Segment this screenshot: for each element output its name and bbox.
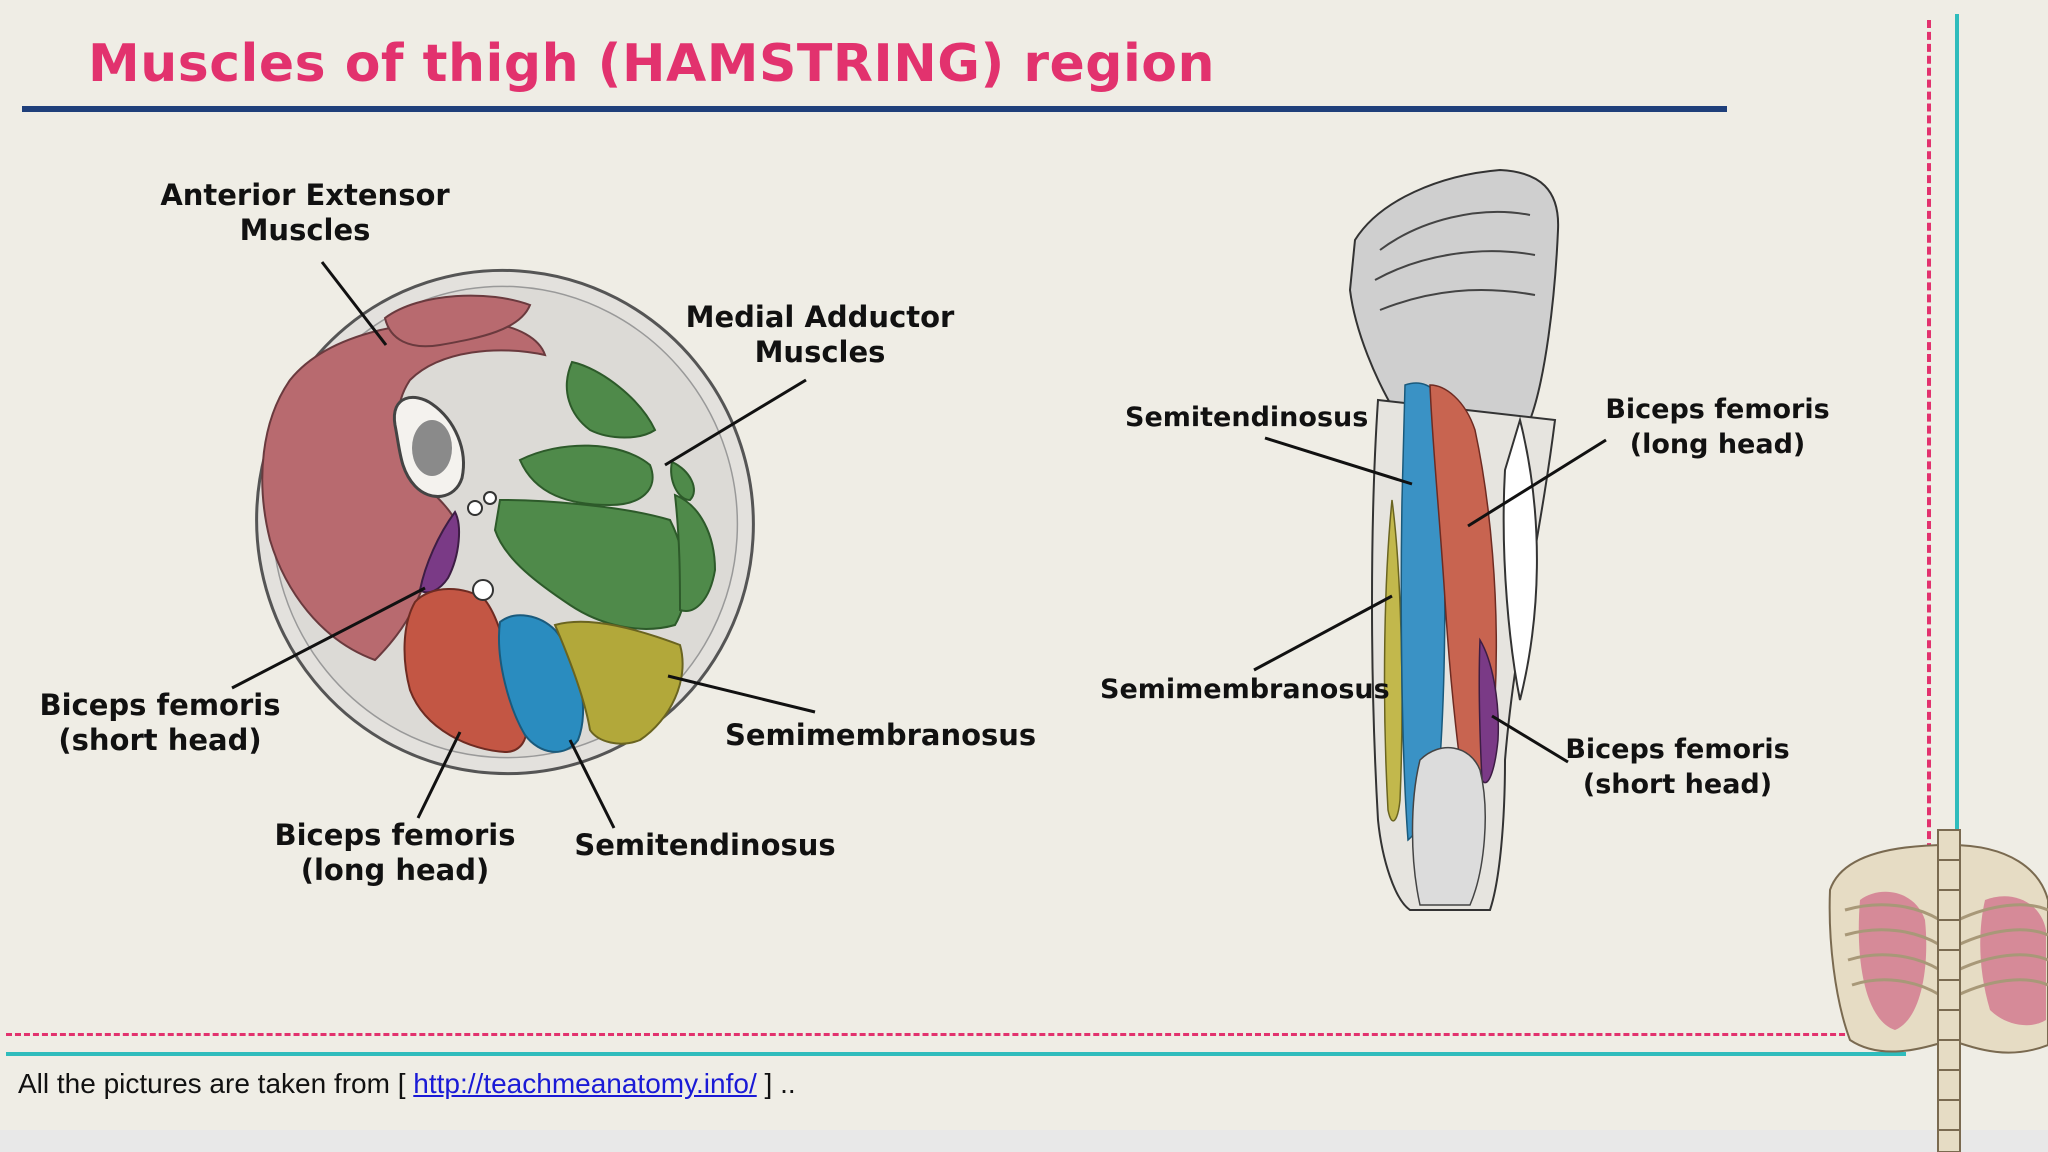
right-dashed-border xyxy=(1927,20,1931,1030)
femoral-vessel-2 xyxy=(483,491,497,505)
semimembranosus-muscle xyxy=(553,620,684,745)
label-anterior-extensor: Anterior Extensor Muscles xyxy=(160,178,450,247)
vastus-upper xyxy=(383,294,532,348)
femoral-vessel xyxy=(467,500,483,516)
footer-suffix: ] .. xyxy=(756,1068,796,1099)
posterior-leaders xyxy=(1253,436,1607,764)
right-teal-border xyxy=(1955,14,1959,834)
leader-post-biceps-short xyxy=(1491,714,1569,764)
title-underline xyxy=(22,106,1727,112)
label-post-biceps-long: Biceps femoris (long head) xyxy=(1605,394,1830,460)
leader-post-biceps-long xyxy=(1467,438,1607,528)
leader-medial-adductor xyxy=(664,378,807,467)
label-post-semimembranosus: Semimembranosus xyxy=(1100,674,1390,705)
gracilis xyxy=(673,493,717,612)
leader-post-semimembranosus xyxy=(1253,594,1393,672)
label-medial-adductor: Medial Adductor Muscles xyxy=(685,300,955,369)
vertebra-marks xyxy=(1938,859,1960,1131)
thigh-cross-section xyxy=(255,268,755,776)
semitendinosus-muscle xyxy=(498,614,584,753)
sartorius xyxy=(670,460,695,502)
source-footer: All the pictures are taken from [ http:/… xyxy=(18,1068,796,1100)
adductor-magnus xyxy=(493,498,687,630)
label-biceps-short-head: Biceps femoris (short head) xyxy=(39,688,281,757)
femur-marrow xyxy=(412,420,452,476)
rib-lines xyxy=(1844,903,2048,997)
sciatic-nerve xyxy=(472,579,494,601)
semimembranosus-posterior xyxy=(1383,499,1403,822)
lung-right xyxy=(1980,896,2046,1026)
cross-section-leaders xyxy=(231,261,816,829)
label-post-biceps-short: Biceps femoris (short head) xyxy=(1565,734,1790,800)
label-post-semitendinosus: Semitendinosus xyxy=(1125,402,1369,433)
lateral-thigh xyxy=(1502,416,1538,701)
bottom-teal-border xyxy=(6,1052,1906,1056)
popliteal-region xyxy=(1411,746,1486,906)
footer-prefix: All the pictures are taken from [ xyxy=(18,1068,414,1099)
leader-biceps-short xyxy=(231,586,426,690)
label-biceps-long-head: Biceps femoris (long head) xyxy=(274,818,516,887)
lung-left xyxy=(1858,891,1927,1030)
leader-biceps-long xyxy=(416,731,462,819)
slide-title: Muscles of thigh (HAMSTRING) region xyxy=(88,34,1216,94)
gluteal-region xyxy=(1348,168,1560,421)
bottom-strip xyxy=(0,1130,2048,1152)
bottom-dashed-border xyxy=(6,1033,1881,1036)
label-semimembranosus: Semimembranosus xyxy=(725,718,1037,752)
leader-post-semitendinosus xyxy=(1264,436,1413,486)
source-link[interactable]: http://teachmeanatomy.info/ xyxy=(413,1068,757,1099)
leader-anterior-extensor xyxy=(320,261,388,346)
adductor-longus xyxy=(565,360,657,439)
biceps-short-posterior xyxy=(1478,637,1500,784)
spine-column xyxy=(1937,829,1961,1152)
gluteal-fibers xyxy=(1374,210,1536,311)
label-semitendinosus: Semitendinosus xyxy=(574,828,836,862)
posterior-thigh-view xyxy=(1348,168,1560,911)
adductor-brevis xyxy=(518,444,654,507)
leader-semimembranosus xyxy=(667,674,816,714)
leader-semitendinosus xyxy=(568,739,616,829)
ribcage-decoration xyxy=(1828,829,2048,1152)
